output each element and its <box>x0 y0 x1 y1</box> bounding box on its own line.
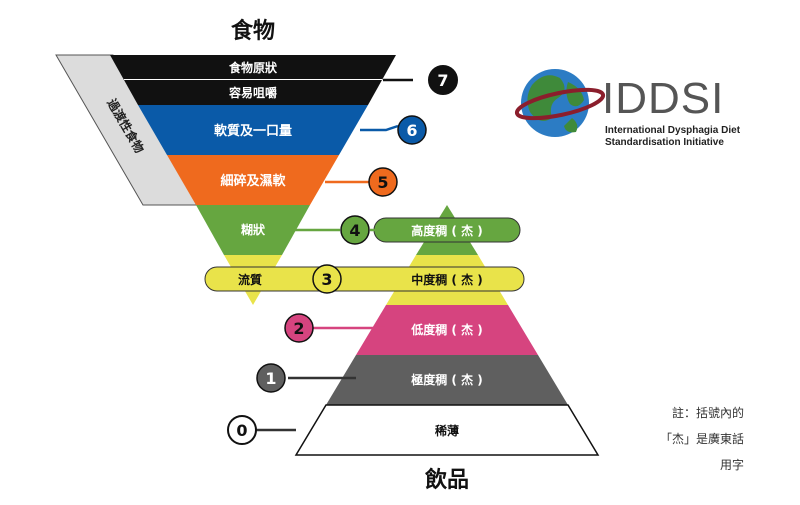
food-label-minced-moist: 細碎及濕軟 <box>220 173 286 189</box>
globe-land-africa <box>564 118 578 133</box>
drink-level-2-mildly-thick <box>356 305 538 355</box>
food-level-7-easy-to-chew <box>124 80 382 105</box>
badge-2-circle <box>284 313 314 343</box>
iddsi-logo: IDDSI International Dysphagia Diet Stand… <box>514 69 741 148</box>
badge-4-circle <box>340 215 370 245</box>
level-3-shared-band <box>204 266 525 292</box>
food-title: 食物 <box>231 18 275 44</box>
badge-0: 0 <box>227 415 257 445</box>
drink-label-slightly-thick: 極度稠 ( 杰 ) <box>411 372 483 387</box>
footnote-line-2: 「杰」是廣東話 <box>660 431 744 446</box>
badge-5: 5 <box>368 167 398 197</box>
footnote: 註：括號內的 「杰」是廣東話 用字 <box>660 405 744 472</box>
drink-label-extremely-thick: 高度稠 ( 杰 ) <box>411 223 483 238</box>
drinks-title: 飲品 <box>424 467 469 493</box>
badge-7: 7 <box>428 65 458 95</box>
badge-6-number: 6 <box>406 121 417 140</box>
logo-wordmark: IDDSI <box>602 74 724 123</box>
food-level-7-regular <box>110 55 396 80</box>
badge-1: 1 <box>256 363 286 393</box>
badge-2-number: 2 <box>293 319 304 338</box>
food-level-5-minced-moist <box>167 155 339 205</box>
badge-5-circle <box>368 167 398 197</box>
food-label-easy-to-chew: 容易咀嚼 <box>228 85 277 100</box>
footnote-line-1: 註：括號內的 <box>672 405 744 420</box>
badge-1-number: 1 <box>265 369 276 388</box>
logo-orbit-ring <box>514 87 606 121</box>
badge-3-circle <box>312 264 342 294</box>
badge-4: 4 <box>340 215 370 245</box>
badge-6-circle <box>397 115 427 145</box>
badge-2: 2 <box>284 313 314 343</box>
badge-0-circle <box>227 415 257 445</box>
food-label-regular: 食物原狀 <box>228 60 278 75</box>
badge-6: 6 <box>397 115 427 145</box>
food-label-pureed: 糊狀 <box>241 222 266 237</box>
food-level-6-soft-bite-sized <box>138 105 368 155</box>
logo-line-2: Standardisation Initiative <box>605 137 724 148</box>
badge-4-number: 4 <box>349 221 360 240</box>
globe-land-europe <box>566 82 584 107</box>
badge-1-circle <box>256 363 286 393</box>
badge-7-circle <box>428 65 458 95</box>
drink-level-1-slightly-thick <box>326 355 568 405</box>
badge-5-number: 5 <box>377 173 388 192</box>
logo-line-1: International Dysphagia Diet <box>605 125 741 136</box>
drink-level-0-thin <box>294 404 600 456</box>
food-label-liquidised: 流質 <box>238 272 262 287</box>
footnote-line-3: 用字 <box>720 457 744 472</box>
badge-7-number: 7 <box>437 71 448 90</box>
badge-3: 3 <box>312 264 342 294</box>
drink-label-moderately-thick: 中度稠 ( 杰 ) <box>411 272 483 287</box>
drink-label-mildly-thick: 低度稠 ( 杰 ) <box>410 322 483 337</box>
badge-3-number: 3 <box>321 270 332 289</box>
drink-label-thin: 稀薄 <box>435 423 459 438</box>
food-label-soft-bite-sized: 軟質及一口量 <box>214 123 292 139</box>
food-level-4-pureed <box>196 205 310 255</box>
badge-0-number: 0 <box>236 421 247 440</box>
connector-6 <box>360 124 399 132</box>
